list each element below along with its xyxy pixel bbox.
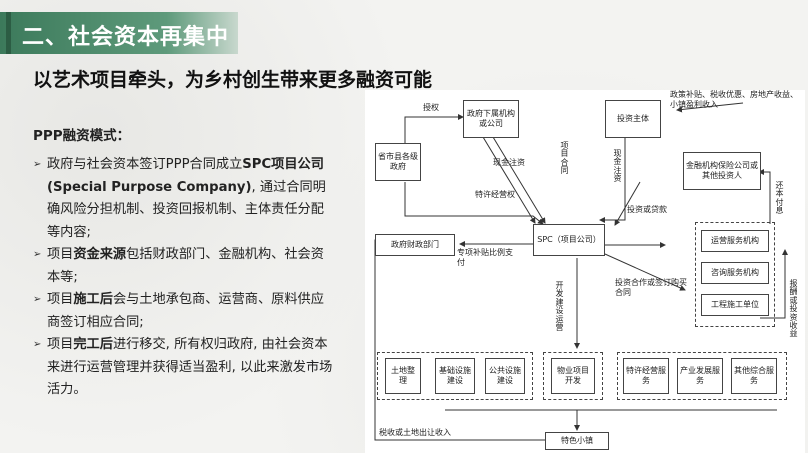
bullet-item: ➢ 项目完工后进行移交, 所有权归政府, 由社会资本来进行运营管理并获得适当盈利,… <box>33 334 333 402</box>
bullet-segment: 项目 <box>47 247 74 262</box>
financial-institution-box: 金融机构保险公司或其他投资人 <box>683 152 761 190</box>
section-title-bar: 二、社会资本再集中 <box>0 12 238 54</box>
bullet-list: ➢ 政府与社会资本签订PPP合同成立SPC项目公司(Special Purpose… <box>33 154 333 402</box>
arrow-bullet-icon: ➢ <box>33 159 42 170</box>
land-box: 土地整理 <box>385 358 421 394</box>
spc-box: SPC（项目公司） <box>533 224 605 256</box>
ppp-heading: PPP融资模式： <box>33 128 131 144</box>
services-group <box>617 352 787 400</box>
bullet-emphasis: 施工后 <box>73 292 113 307</box>
construction-unit-box: 工程施工单位 <box>701 294 769 316</box>
coop-label: 投资合作或签订购买合同 <box>615 278 687 298</box>
franchise-label: 特许经营权 <box>475 190 515 199</box>
bullet-text: 项目完工后进行移交, 所有权归政府, 由社会资本来进行运营管理并获得适当盈利, … <box>47 337 332 397</box>
bullet-segment: , 通过合同明确风险分担机制、投资回报机制、主体责任分配等内容; <box>47 179 326 240</box>
dev-ops-label: 开发建设运营 <box>555 281 564 332</box>
section-title: 二、社会资本再集中 <box>22 25 230 50</box>
title-accent-stripe <box>6 12 11 54</box>
bullet-item: ➢ 项目施工后会与土地承包商、运营商、原料供应商签订相应合同; <box>33 289 333 334</box>
bullet-segment: 包括财政部门、金融机构、社会资本等; <box>47 247 324 285</box>
bullet-segment: 进行移交, 所有权归政府, 由社会资本来进行运营管理并获得适当盈利, 以此来激发… <box>47 337 333 397</box>
property-box: 物业项目开发 <box>551 358 595 394</box>
consult-service-box: 咨询服务机构 <box>701 262 769 284</box>
arrow-bullet-icon: ➢ <box>33 249 42 260</box>
repay-label: 还本付息 <box>775 181 784 216</box>
special-town-box: 特色小镇 <box>545 432 609 450</box>
ops-service-box: 运营服务机构 <box>701 230 769 252</box>
bullet-segment: 项目 <box>47 337 74 352</box>
bullet-item: ➢ 政府与社会资本签订PPP合同成立SPC项目公司(Special Purpose… <box>33 154 333 244</box>
cash-injection-label: 现金注资 <box>493 158 525 167</box>
tax-label: 税收或土地出让收入 <box>379 428 451 437</box>
bullet-emphasis: 完工后 <box>73 337 113 352</box>
bullet-segment: 项目 <box>47 292 74 307</box>
county-gov-box: 省市县各级政府 <box>375 143 421 181</box>
bullet-emphasis: SPC项目公司(Special Purpose Company) <box>47 157 324 195</box>
bullet-segment: 政府与社会资本签订PPP合同成立 <box>47 157 243 172</box>
investor-box: 投资主体 <box>605 100 661 138</box>
infrastructure-group <box>377 352 533 400</box>
gov-subsidiary-box: 政府下属机构或公司 <box>463 100 519 138</box>
bullet-segment: 会与土地承包商、运营商、原料供应商签订相应合同; <box>47 292 324 330</box>
project-contract-label: 项目合同 <box>560 141 569 176</box>
reward-label: 报酬或投资收益 <box>789 279 798 339</box>
arrow-bullet-icon: ➢ <box>33 339 42 350</box>
diagram-connectors <box>374 102 788 441</box>
bullet-emphasis: 资金来源 <box>73 247 127 262</box>
finance-dept-box: 政府财政部门 <box>375 234 455 256</box>
public-facility-box: 公共设施建设 <box>485 358 525 394</box>
infra-box: 基础设施建设 <box>435 358 475 394</box>
bullet-text: 政府与社会资本签订PPP合同成立SPC项目公司(Special Purpose … <box>47 157 326 240</box>
subsidy-label: 专项补贴比例支付 <box>457 248 513 268</box>
arrow-bullet-icon: ➢ <box>33 294 42 305</box>
other-service-box: 其他综合服务 <box>731 358 777 394</box>
special-service-box: 特许经营服务 <box>623 358 669 394</box>
bullet-text: 项目资金来源包括财政部门、金融机构、社会资本等; <box>47 247 324 285</box>
cash-injection-2-label: 现金注资 <box>613 149 622 184</box>
ppp-flow-diagram: 政府下属机构或公司 投资主体 省市县各级政府 金融机构保险公司或其他投资人 SP… <box>365 90 805 453</box>
industry-service-box: 产业发展服务 <box>677 358 723 394</box>
service-providers-group <box>695 222 775 327</box>
bullet-item: ➢ 项目资金来源包括财政部门、金融机构、社会资本等; <box>33 244 333 289</box>
invest-loan-label: 投资或贷款 <box>627 205 667 214</box>
bullet-text: 项目施工后会与土地承包商、运营商、原料供应商签订相应合同; <box>47 292 324 330</box>
policy-label: 政策补贴、税收优惠、房地产收益、小镇盈利收入 <box>670 90 798 110</box>
authorize-label: 授权 <box>423 103 439 112</box>
page-subtitle: 以艺术项目牵头，为乡村创生带来更多融资可能 <box>33 69 433 91</box>
property-group <box>543 352 603 400</box>
ppp-description: PPP融资模式： ➢ 政府与社会资本签订PPP合同成立SPC项目公司(Specia… <box>33 124 333 402</box>
